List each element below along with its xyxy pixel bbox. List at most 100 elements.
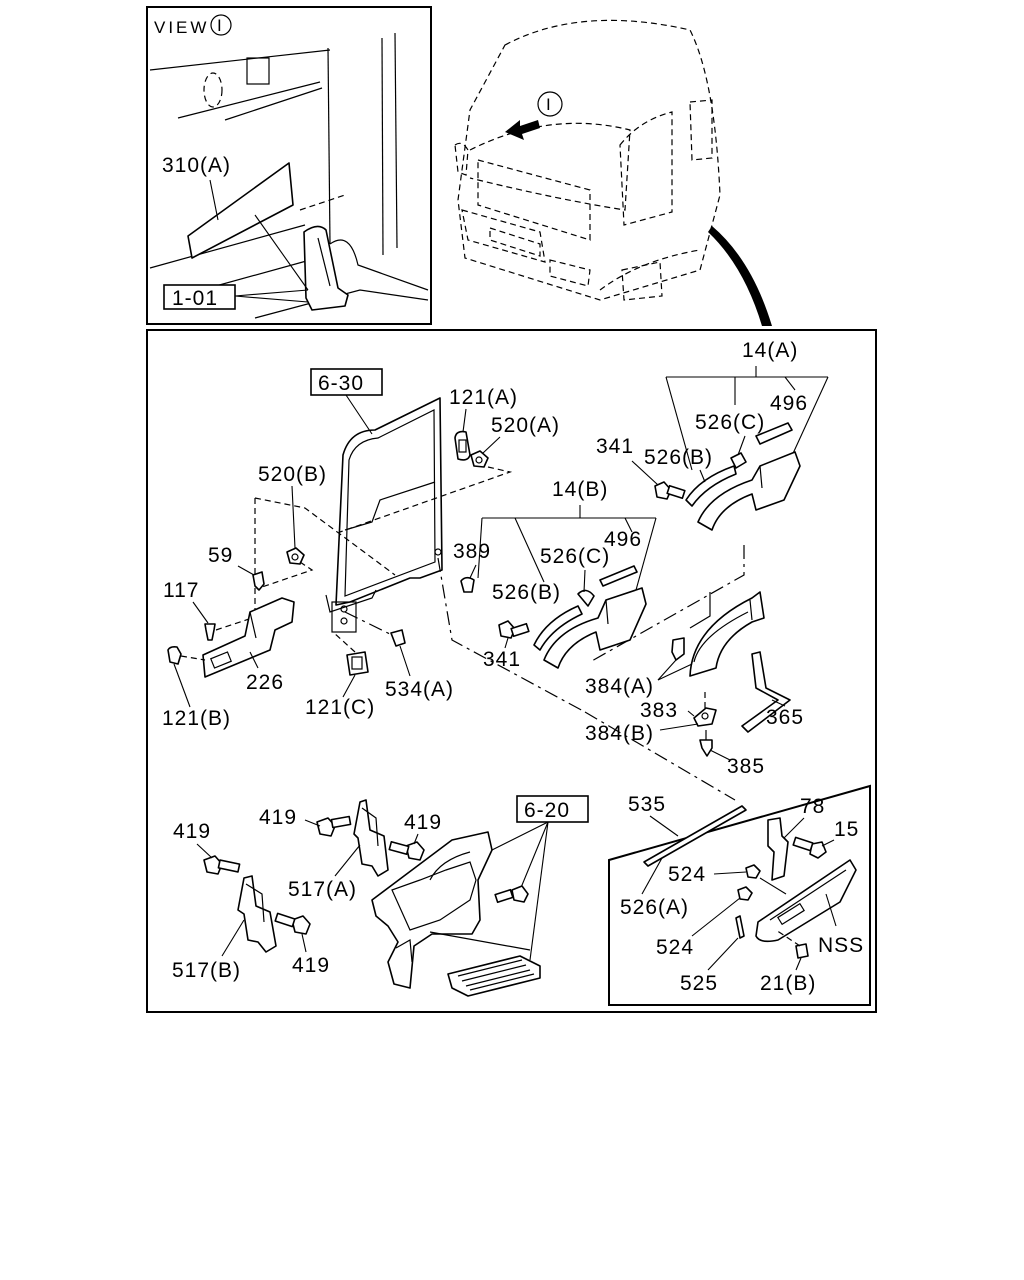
label-14b: 14(B) xyxy=(552,478,608,501)
bolt-419-d xyxy=(274,912,311,935)
label-534a: 534(A) xyxy=(385,678,454,701)
label-15: 15 xyxy=(834,818,859,841)
step-tread xyxy=(447,955,541,997)
view-inset-frame xyxy=(146,6,432,325)
label-14a: 14(A) xyxy=(742,339,798,362)
label-117: 117 xyxy=(163,579,199,602)
ref-1-01[interactable]: 1-01 xyxy=(172,287,218,310)
label-121a: 121(A) xyxy=(449,386,518,409)
bracket-383 xyxy=(693,707,717,727)
label-78: 78 xyxy=(800,795,825,818)
label-524-b: 524 xyxy=(656,936,694,959)
label-383: 383 xyxy=(640,699,678,722)
view-marker-circle xyxy=(210,14,232,36)
step-cover-14a xyxy=(697,451,801,531)
label-nss: NSS xyxy=(818,934,864,957)
step-bolt xyxy=(494,885,529,904)
label-520b: 520(B) xyxy=(258,463,327,486)
label-526b-a: 526(B) xyxy=(644,446,713,469)
strip-535 xyxy=(643,805,747,867)
grommet-121b xyxy=(167,646,182,665)
label-389: 389 xyxy=(453,540,491,563)
label-365: 365 xyxy=(766,706,804,729)
cab-view-marker: I xyxy=(546,95,551,114)
ref-box-6-20[interactable] xyxy=(516,795,589,823)
step-cover-14b xyxy=(543,587,647,669)
label-496-a: 496 xyxy=(770,392,808,415)
bolt-385 xyxy=(699,739,713,757)
strip-496-a xyxy=(755,422,793,445)
clip-21b xyxy=(795,943,809,959)
label-520a: 520(A) xyxy=(491,414,560,437)
grommet-121c xyxy=(346,651,369,676)
cover-nss xyxy=(755,859,857,943)
view-panel-square xyxy=(246,57,270,85)
label-341-b: 341 xyxy=(483,648,521,671)
label-517b: 517(B) xyxy=(172,959,241,982)
part-525 xyxy=(735,915,745,939)
cab-view-marker-circle xyxy=(537,91,563,117)
clip-534a xyxy=(390,629,406,647)
view-title: VIEW xyxy=(154,18,209,37)
label-419-a: 419 xyxy=(259,806,297,829)
label-310a: 310(A) xyxy=(162,154,231,177)
view-marker-label: I xyxy=(217,16,222,35)
label-524-a: 524 xyxy=(668,863,706,886)
ref-6-30[interactable]: 6-30 xyxy=(318,372,364,395)
label-526b-b: 526(B) xyxy=(492,581,561,604)
label-226: 226 xyxy=(246,671,284,694)
cab-overview: I xyxy=(454,19,772,326)
label-121c: 121(C) xyxy=(305,696,375,719)
ref-6-20[interactable]: 6-20 xyxy=(524,799,570,822)
screw-117 xyxy=(204,623,216,641)
clip-526c-b xyxy=(577,589,595,607)
strip-496-b xyxy=(599,565,638,587)
view-panel-oval xyxy=(203,72,223,108)
nut-520a xyxy=(470,450,489,468)
label-385: 385 xyxy=(727,755,765,778)
clip-384a xyxy=(671,637,685,661)
bracket-226 xyxy=(202,597,295,678)
nss-inset-frame xyxy=(608,784,871,1006)
step-assembly-group: 6-20 xyxy=(371,795,589,997)
bolt-341-a xyxy=(654,481,686,500)
grommet-121a xyxy=(454,430,471,461)
nss-inset: 535 526(A) 78 15 524 524 NSS 525 xyxy=(608,784,871,1006)
label-121b: 121(B) xyxy=(162,707,231,730)
clip-389 xyxy=(460,576,475,593)
bolt-419-b xyxy=(388,841,425,861)
label-341-a: 341 xyxy=(596,435,634,458)
label-526a: 526(A) xyxy=(620,896,689,919)
ref-box-1-01[interactable] xyxy=(163,284,236,310)
moulding-526b-a xyxy=(685,465,737,507)
bracket-517b xyxy=(237,875,277,953)
clip-59 xyxy=(252,571,265,591)
nut-524-a xyxy=(745,864,761,879)
step-cover-14b-group: 14(B) 496 526(C) 526(B) 389 341 xyxy=(453,478,657,671)
bracket-78 xyxy=(767,817,789,881)
stay-365 xyxy=(741,651,791,733)
label-59: 59 xyxy=(208,544,233,567)
moulding-526b-b xyxy=(533,605,583,651)
view-direction-arrow-icon xyxy=(505,120,540,140)
nut-520b xyxy=(286,547,305,565)
door-group: 6-30 121(A) 520(A) 520(B) 59 xyxy=(162,368,586,730)
bolt-419-c xyxy=(203,855,241,875)
step-cover-14a-group: 14(A) 496 526(C) 526(B) 341 xyxy=(589,339,829,663)
bolt-419-a xyxy=(316,815,352,837)
door-panel xyxy=(335,397,443,606)
label-526c-b: 526(C) xyxy=(540,545,610,568)
mudguard-bracket-group: 384(A) 365 383 384(B) 385 xyxy=(584,591,804,801)
bracket-517a xyxy=(353,799,389,877)
main-frame xyxy=(146,329,877,1013)
label-384a: 384(A) xyxy=(585,675,654,698)
view-inset: VIEW I 310(A) 1-01 xyxy=(146,6,432,325)
mat-310a xyxy=(187,162,294,259)
step-bracket-group: 517(A) 419 419 517(B) 419 419 xyxy=(172,799,442,982)
callout-swoosh xyxy=(708,226,772,326)
step-housing xyxy=(371,831,493,989)
screw-15 xyxy=(792,836,827,859)
label-419-b: 419 xyxy=(404,811,442,834)
bolt-341-b xyxy=(498,620,530,639)
